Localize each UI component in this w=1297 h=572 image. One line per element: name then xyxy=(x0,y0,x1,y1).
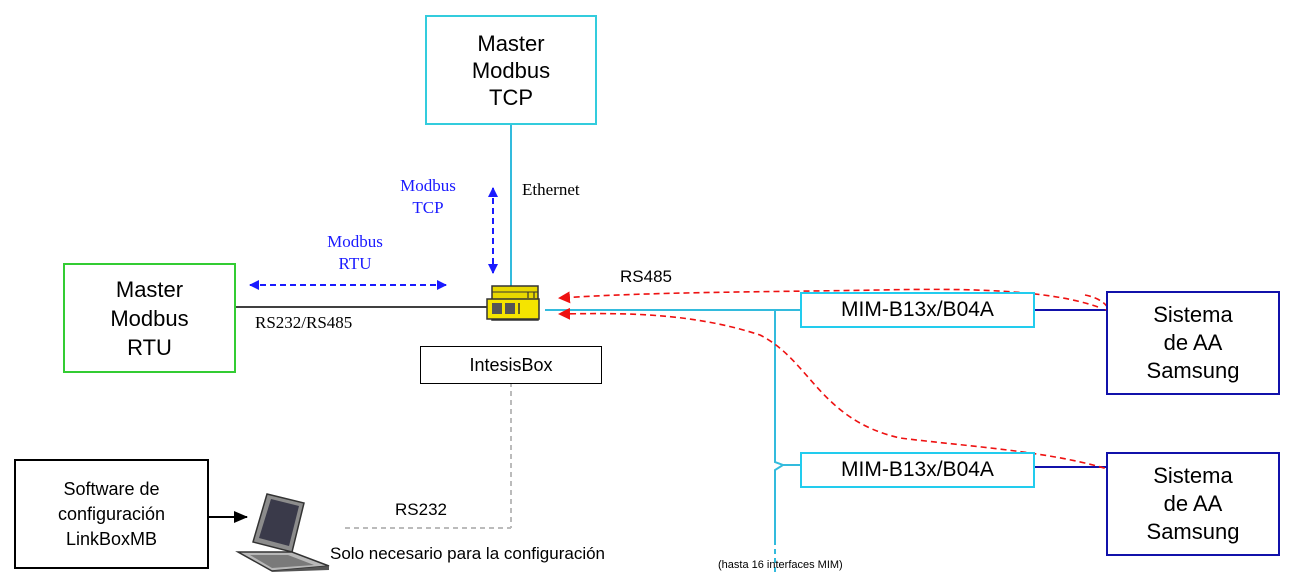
master-tcp-line-2: Modbus xyxy=(471,57,551,83)
mim-label-2: MIM-B13x/B04A xyxy=(841,458,994,481)
master-tcp-line-1: Master xyxy=(477,30,545,56)
software-config-box: Software de configuración LinkBoxMB xyxy=(14,459,209,569)
sistema-1-line-2: de AA xyxy=(1163,330,1223,355)
mim-box-2: MIM-B13x/B04A xyxy=(800,452,1035,488)
solo-necesario-label: Solo necesario para la configuración xyxy=(330,544,606,563)
modbus-tcp-label: Modbus TCP xyxy=(398,175,458,219)
intesisbox-device-icon xyxy=(486,285,540,321)
rs485-label: RS485 xyxy=(620,267,672,286)
modbus-tcp-label-line-1: Modbus xyxy=(400,176,456,195)
master-tcp-line-3: TCP xyxy=(489,84,533,110)
sistema-aa-box-1: Sistema de AA Samsung xyxy=(1106,291,1280,395)
master-rtu-line-2: Modbus xyxy=(110,305,189,331)
master-rtu-line-3: RTU xyxy=(127,334,172,360)
software-line-1: Software de xyxy=(63,478,160,499)
modbus-rtu-label-line-2: RTU xyxy=(338,254,372,273)
rs485-bus-branch xyxy=(774,448,786,540)
modbus-rtu-label-line-1: Modbus xyxy=(327,232,383,251)
laptop-icon xyxy=(235,493,330,572)
intesisbox-label: IntesisBox xyxy=(469,354,553,375)
sistema-2-line-2: de AA xyxy=(1163,491,1223,516)
intesisbox-label-box: IntesisBox xyxy=(420,346,602,384)
modbus-rtu-label: Modbus RTU xyxy=(310,231,400,275)
software-line-3: LinkBoxMB xyxy=(65,528,158,549)
rs232-rs485-label: RS232/RS485 xyxy=(255,313,353,332)
mim-label-1: MIM-B13x/B04A xyxy=(841,298,994,321)
sistema-2-line-1: Sistema xyxy=(1153,463,1233,488)
software-line-2: configuración xyxy=(57,503,166,524)
rs232-label: RS232 xyxy=(395,500,447,519)
sistema-1-line-1: Sistema xyxy=(1153,302,1233,327)
rs485-red-arrow-1 xyxy=(558,288,1099,308)
ethernet-label: Ethernet xyxy=(522,180,580,199)
mim-box-1: MIM-B13x/B04A xyxy=(800,292,1035,328)
hasta-16-interfaces-label: (hasta 16 interfaces MIM) xyxy=(718,559,843,571)
sistema-1-line-3: Samsung xyxy=(1146,358,1240,383)
sistema-aa-box-2: Sistema de AA Samsung xyxy=(1106,452,1280,556)
sistema-2-line-3: Samsung xyxy=(1146,519,1240,544)
master-rtu-line-1: Master xyxy=(115,276,184,302)
master-modbus-tcp-box: Master Modbus TCP xyxy=(425,15,597,125)
modbus-tcp-label-line-2: TCP xyxy=(412,198,444,217)
master-modbus-rtu-box: Master Modbus RTU xyxy=(63,263,236,373)
